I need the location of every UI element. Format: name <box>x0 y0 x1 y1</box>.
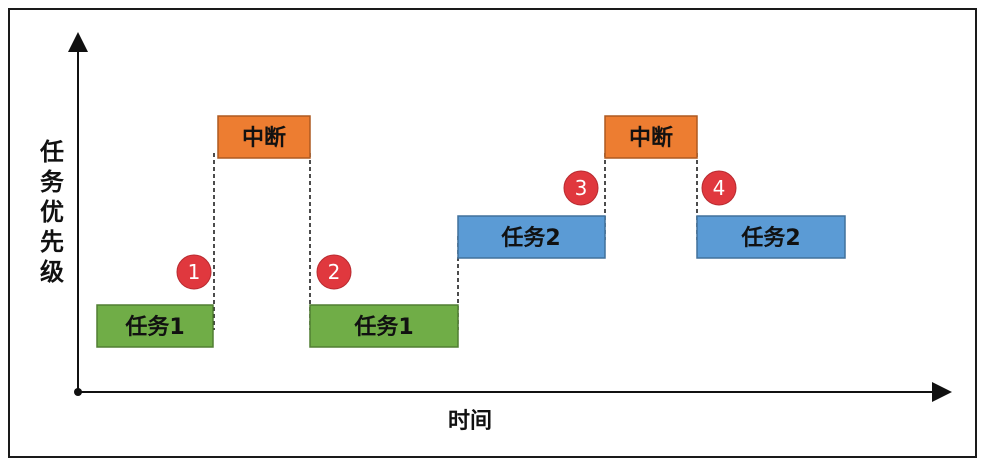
badge-circle <box>701 170 737 206</box>
block-task1-b: 任务1 <box>309 304 459 348</box>
badge-circle <box>176 254 212 290</box>
block-task2-a: 任务2 <box>457 215 606 259</box>
block-label: 任务1 <box>353 314 413 340</box>
badge-4: 4 <box>701 170 737 206</box>
block-task2-b: 任务2 <box>696 215 846 259</box>
task1-block <box>96 304 214 348</box>
block-label: 中断 <box>242 125 286 151</box>
badge-2: 2 <box>316 254 352 290</box>
task1-block <box>309 304 459 348</box>
block-label: 任务1 <box>124 314 184 340</box>
transition-lines <box>213 153 698 330</box>
badge-number: 1 <box>188 260 201 284</box>
x-axis-label: 时间 <box>448 409 492 434</box>
badge-number: 2 <box>328 260 341 284</box>
origin-dot <box>74 388 82 396</box>
block-interrupt-b: 中断 <box>604 115 698 159</box>
y-axis-label-char: 级 <box>40 258 64 286</box>
block-interrupt-a: 中断 <box>217 115 311 159</box>
block-task1-a: 任务1 <box>96 304 214 348</box>
y-axis-label-char: 务 <box>40 168 65 196</box>
block-label: 中断 <box>629 125 673 151</box>
y-axis-label-char: 先 <box>40 228 64 256</box>
badge-1: 1 <box>176 254 212 290</box>
task2-block <box>696 215 846 259</box>
badge-circle <box>563 170 599 206</box>
badge-circle <box>316 254 352 290</box>
y-axis-label-char: 任 <box>39 138 64 166</box>
badge-3: 3 <box>563 170 599 206</box>
interrupt-block <box>604 115 698 159</box>
badge-number: 3 <box>575 176 588 200</box>
task2-block <box>457 215 606 259</box>
y-axis-label-char: 优 <box>40 198 64 226</box>
badge-number: 4 <box>713 176 726 200</box>
block-label: 任务2 <box>500 225 560 251</box>
block-label: 任务2 <box>740 225 800 251</box>
interrupt-block <box>217 115 311 159</box>
